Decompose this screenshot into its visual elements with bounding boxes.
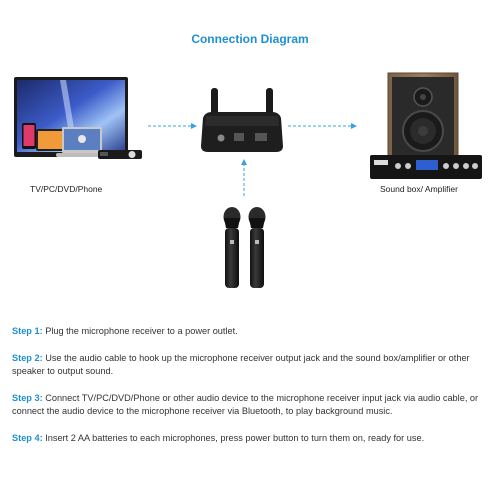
step-1: Step 1: Plug the microphone receiver to … — [12, 325, 492, 338]
wireless-microphone-icon — [248, 207, 266, 288]
tv-pc-dvd-phone-icon — [14, 77, 142, 159]
wireless-microphone-icon — [223, 207, 241, 288]
step-3-text: Connect TV/PC/DVD/Phone or other audio d… — [12, 393, 479, 416]
step-1-text: Plug the microphone receiver to a power … — [42, 326, 238, 336]
step-3-key: Step 3: — [12, 393, 43, 403]
step-2-text: Use the audio cable to hook up the micro… — [12, 353, 470, 376]
instruction-steps: Step 1: Plug the microphone receiver to … — [12, 325, 492, 459]
step-3: Step 3: Connect TV/PC/DVD/Phone or other… — [12, 392, 492, 418]
step-4: Step 4: Insert 2 AA batteries to each mi… — [12, 432, 492, 445]
output-device-label: Sound box/ Amplifier — [380, 184, 458, 194]
microphone-receiver-icon — [201, 88, 283, 152]
step-4-text: Insert 2 AA batteries to each microphone… — [42, 433, 425, 443]
connection-diagram — [14, 72, 482, 288]
diagram-title: Connection Diagram — [191, 32, 309, 46]
step-4-key: Step 4: — [12, 433, 43, 443]
sound-box-amplifier-icon — [370, 72, 482, 179]
step-2: Step 2: Use the audio cable to hook up t… — [12, 352, 492, 378]
source-device-label: TV/PC/DVD/Phone — [30, 184, 103, 194]
step-1-key: Step 1: — [12, 326, 43, 336]
step-2-key: Step 2: — [12, 353, 43, 363]
